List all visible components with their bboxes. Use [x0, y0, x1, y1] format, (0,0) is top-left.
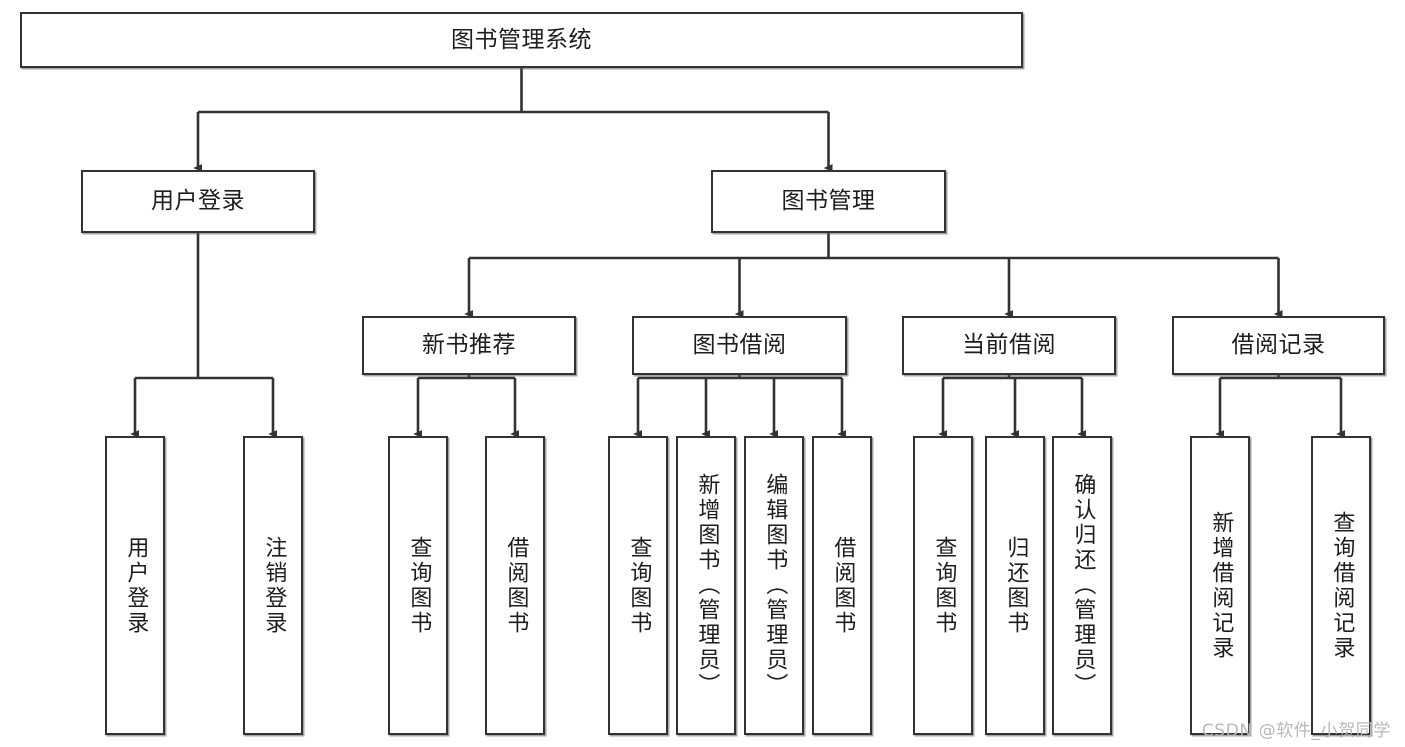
node-leaf-logout[interactable]: 注销登录: [243, 436, 303, 735]
node-user-login[interactable]: 用户登录: [81, 170, 315, 233]
node-new-book-recommend[interactable]: 新书推荐: [362, 316, 576, 375]
node-leaf-add-book[interactable]: 新增图书（管理员）: [676, 436, 736, 735]
node-current-borrow-label: 当前借阅: [962, 332, 1056, 359]
watermark-text: CSDN @软件_小贺同学: [1201, 721, 1391, 741]
node-leaf-logout-label: 注销登录: [261, 535, 287, 636]
node-leaf-confirm-return-label: 确认归还（管理员）: [1070, 473, 1096, 698]
node-leaf-query-book-2[interactable]: 查询图书: [608, 436, 668, 735]
node-leaf-add-record[interactable]: 新增借阅记录: [1190, 436, 1250, 735]
node-leaf-query-book-1-label: 查询图书: [406, 535, 432, 636]
node-leaf-add-record-label: 新增借阅记录: [1208, 510, 1234, 661]
node-borrow-record[interactable]: 借阅记录: [1172, 316, 1385, 375]
node-leaf-add-book-label: 新增图书（管理员）: [694, 473, 720, 698]
node-book-borrow[interactable]: 图书借阅: [632, 316, 847, 375]
node-leaf-user-login[interactable]: 用户登录: [105, 436, 165, 735]
node-leaf-query-book-2-label: 查询图书: [626, 535, 652, 636]
node-leaf-borrow-book-1[interactable]: 借阅图书: [485, 436, 545, 735]
node-borrow-record-label: 借阅记录: [1231, 332, 1326, 359]
node-leaf-return-book-label: 归还图书: [1003, 535, 1029, 636]
node-leaf-borrow-book-1-label: 借阅图书: [503, 535, 529, 636]
node-leaf-borrow-book-2-label: 借阅图书: [830, 535, 856, 636]
node-book-management[interactable]: 图书管理: [711, 170, 946, 233]
node-user-login-label: 用户登录: [151, 188, 245, 215]
node-root-label: 图书管理系统: [451, 26, 592, 53]
node-leaf-confirm-return[interactable]: 确认归还（管理员）: [1052, 436, 1112, 735]
node-new-book-recommend-label: 新书推荐: [422, 332, 516, 359]
node-leaf-query-book-3[interactable]: 查询图书: [913, 436, 973, 735]
node-leaf-query-record[interactable]: 查询借阅记录: [1311, 436, 1371, 735]
node-current-borrow[interactable]: 当前借阅: [902, 316, 1116, 375]
node-leaf-query-book-3-label: 查询图书: [931, 535, 957, 636]
node-book-management-label: 图书管理: [781, 188, 876, 215]
node-leaf-query-book-1[interactable]: 查询图书: [388, 436, 448, 735]
node-leaf-user-login-label: 用户登录: [123, 535, 149, 636]
node-leaf-query-record-label: 查询借阅记录: [1329, 510, 1355, 661]
node-root[interactable]: 图书管理系统: [20, 12, 1023, 68]
node-leaf-edit-book[interactable]: 编辑图书（管理员）: [744, 436, 804, 735]
node-leaf-return-book[interactable]: 归还图书: [985, 436, 1045, 735]
edge-paths: [130, 68, 1346, 438]
node-book-borrow-label: 图书借阅: [692, 332, 787, 359]
node-leaf-borrow-book-2[interactable]: 借阅图书: [812, 436, 872, 735]
node-leaf-edit-book-label: 编辑图书（管理员）: [762, 473, 788, 698]
